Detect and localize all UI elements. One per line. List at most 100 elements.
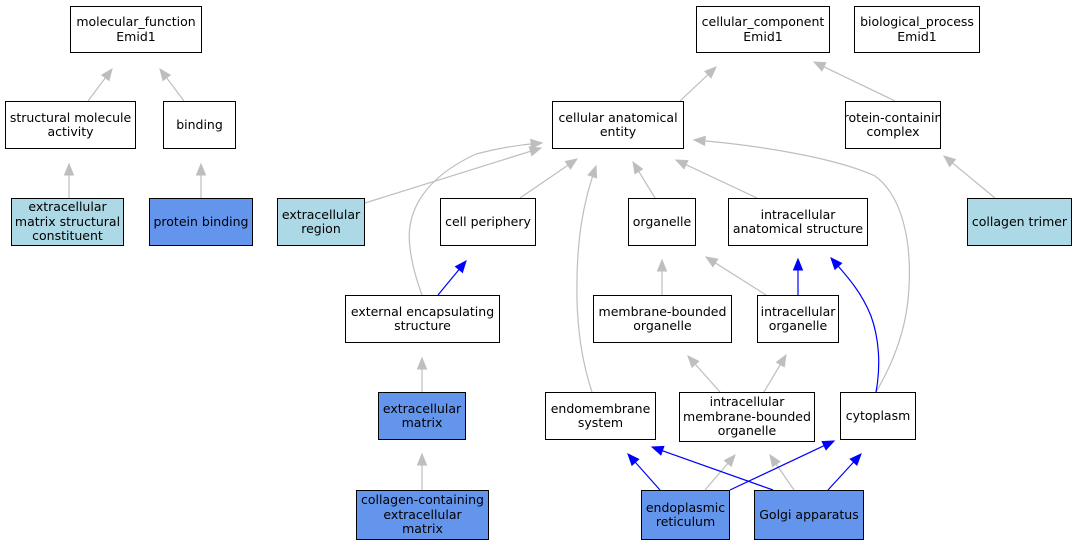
node-label-line: protein-containing — [846, 109, 940, 125]
edge-ccem-to-ecm — [416, 452, 428, 490]
arrowhead — [942, 155, 957, 168]
node-label-line: binding — [176, 116, 223, 132]
node-label-line: activity — [47, 124, 94, 139]
node-label-line: reticulum — [655, 514, 716, 529]
go-term-node-pb[interactable]: protein binding — [149, 198, 253, 246]
arrowhead — [674, 159, 689, 170]
edge-mbo-to-org — [656, 258, 668, 295]
node-label-line: complex — [866, 124, 920, 139]
edge-golgi-to-cyt — [827, 453, 862, 491]
node-label-line: entity — [599, 124, 637, 139]
node-label-line: intracellular — [709, 394, 785, 410]
arrowhead — [454, 259, 467, 274]
node-label-line: endoplasmic — [645, 499, 726, 515]
node-label-line: organelle — [768, 318, 828, 333]
arrowhead — [704, 256, 719, 268]
node-label-line: membrane-bounded — [598, 303, 727, 319]
go-term-node-org[interactable]: organelle — [628, 198, 696, 246]
node-label-line: extracellular — [28, 199, 107, 215]
arrowhead — [775, 353, 787, 368]
edge-er-to-cyt — [729, 440, 836, 491]
node-label-line: external encapsulating — [350, 303, 495, 319]
edge-ecm-to-ees — [416, 356, 428, 392]
arrowhead — [416, 356, 428, 370]
node-label-line: constituent — [32, 228, 103, 244]
go-term-node-cyt[interactable]: cytoplasm — [840, 392, 916, 440]
edge-cyt-to-ias — [830, 257, 880, 393]
edge-io-to-ias — [792, 257, 804, 295]
node-label-line: anatomical structure — [732, 221, 864, 236]
arrowhead — [530, 138, 544, 150]
edge-imbo-to-mbo — [687, 355, 721, 393]
edge-ct-to-pcc — [942, 155, 996, 199]
go-term-node-pcc[interactable]: protein-containingcomplex — [845, 101, 941, 149]
edge-cp-to-cae — [519, 158, 579, 199]
node-label-line: Emid1 — [743, 28, 783, 44]
go-term-node-golgi[interactable]: Golgi apparatus — [754, 490, 864, 540]
go-term-node-bind[interactable]: binding — [163, 101, 236, 149]
edge-ees-to-cp — [437, 259, 467, 296]
arrowhead — [627, 453, 640, 467]
arrowhead — [792, 257, 804, 271]
arrowhead — [849, 453, 862, 467]
edge-io-to-org — [704, 256, 767, 296]
arrowhead — [587, 164, 598, 179]
go-term-node-ct[interactable]: collagen trimer — [967, 198, 1072, 246]
arrowhead — [821, 440, 836, 451]
edge-ees-to-cae — [408, 138, 544, 296]
node-label-line: endomembrane — [550, 400, 651, 416]
node-label-line: Emid1 — [897, 28, 937, 44]
node-label-line: cytoplasm — [845, 407, 911, 423]
edge-cyt-to-cae — [692, 135, 910, 393]
node-label-line: collagen trimer — [971, 213, 1068, 229]
node-label-line: Emid1 — [116, 28, 156, 44]
arrowhead — [632, 160, 644, 175]
edge-pb-to-bind — [195, 162, 207, 198]
edge-org-to-cae — [632, 160, 656, 199]
arrowhead — [812, 61, 827, 72]
edge-ecr-to-cae — [364, 146, 543, 204]
arrowhead — [723, 453, 736, 468]
node-label-line: matrix — [402, 521, 443, 537]
edge-golgi-to-imbo — [769, 453, 795, 491]
arrowhead — [100, 67, 113, 82]
arrowhead — [769, 453, 781, 468]
node-label-line: matrix structural — [14, 213, 121, 229]
node-label-line: organelle — [717, 423, 777, 439]
edge-ias-to-cae — [674, 159, 758, 199]
node-label-line: Golgi apparatus — [759, 506, 859, 522]
node-label-line: extracellular — [281, 206, 361, 222]
node-label-line: protein binding — [153, 213, 249, 229]
edge-er-to-ems — [627, 453, 661, 491]
arrowhead — [656, 258, 668, 272]
node-label-line: membrane-bounded — [683, 408, 811, 424]
node-label-line: organelle — [633, 318, 692, 333]
edge-imbo-to-io — [763, 353, 787, 393]
arrowhead — [704, 66, 717, 79]
edge-emsc-to-sma — [63, 162, 75, 198]
edge-sma-to-mf — [87, 67, 113, 102]
node-label-line: matrix — [401, 415, 443, 430]
go-term-node-cp[interactable]: cell periphery — [440, 198, 536, 246]
arrowhead — [159, 67, 172, 82]
arrowhead — [528, 146, 543, 157]
arrowhead — [416, 452, 428, 466]
arrowhead — [650, 445, 665, 456]
